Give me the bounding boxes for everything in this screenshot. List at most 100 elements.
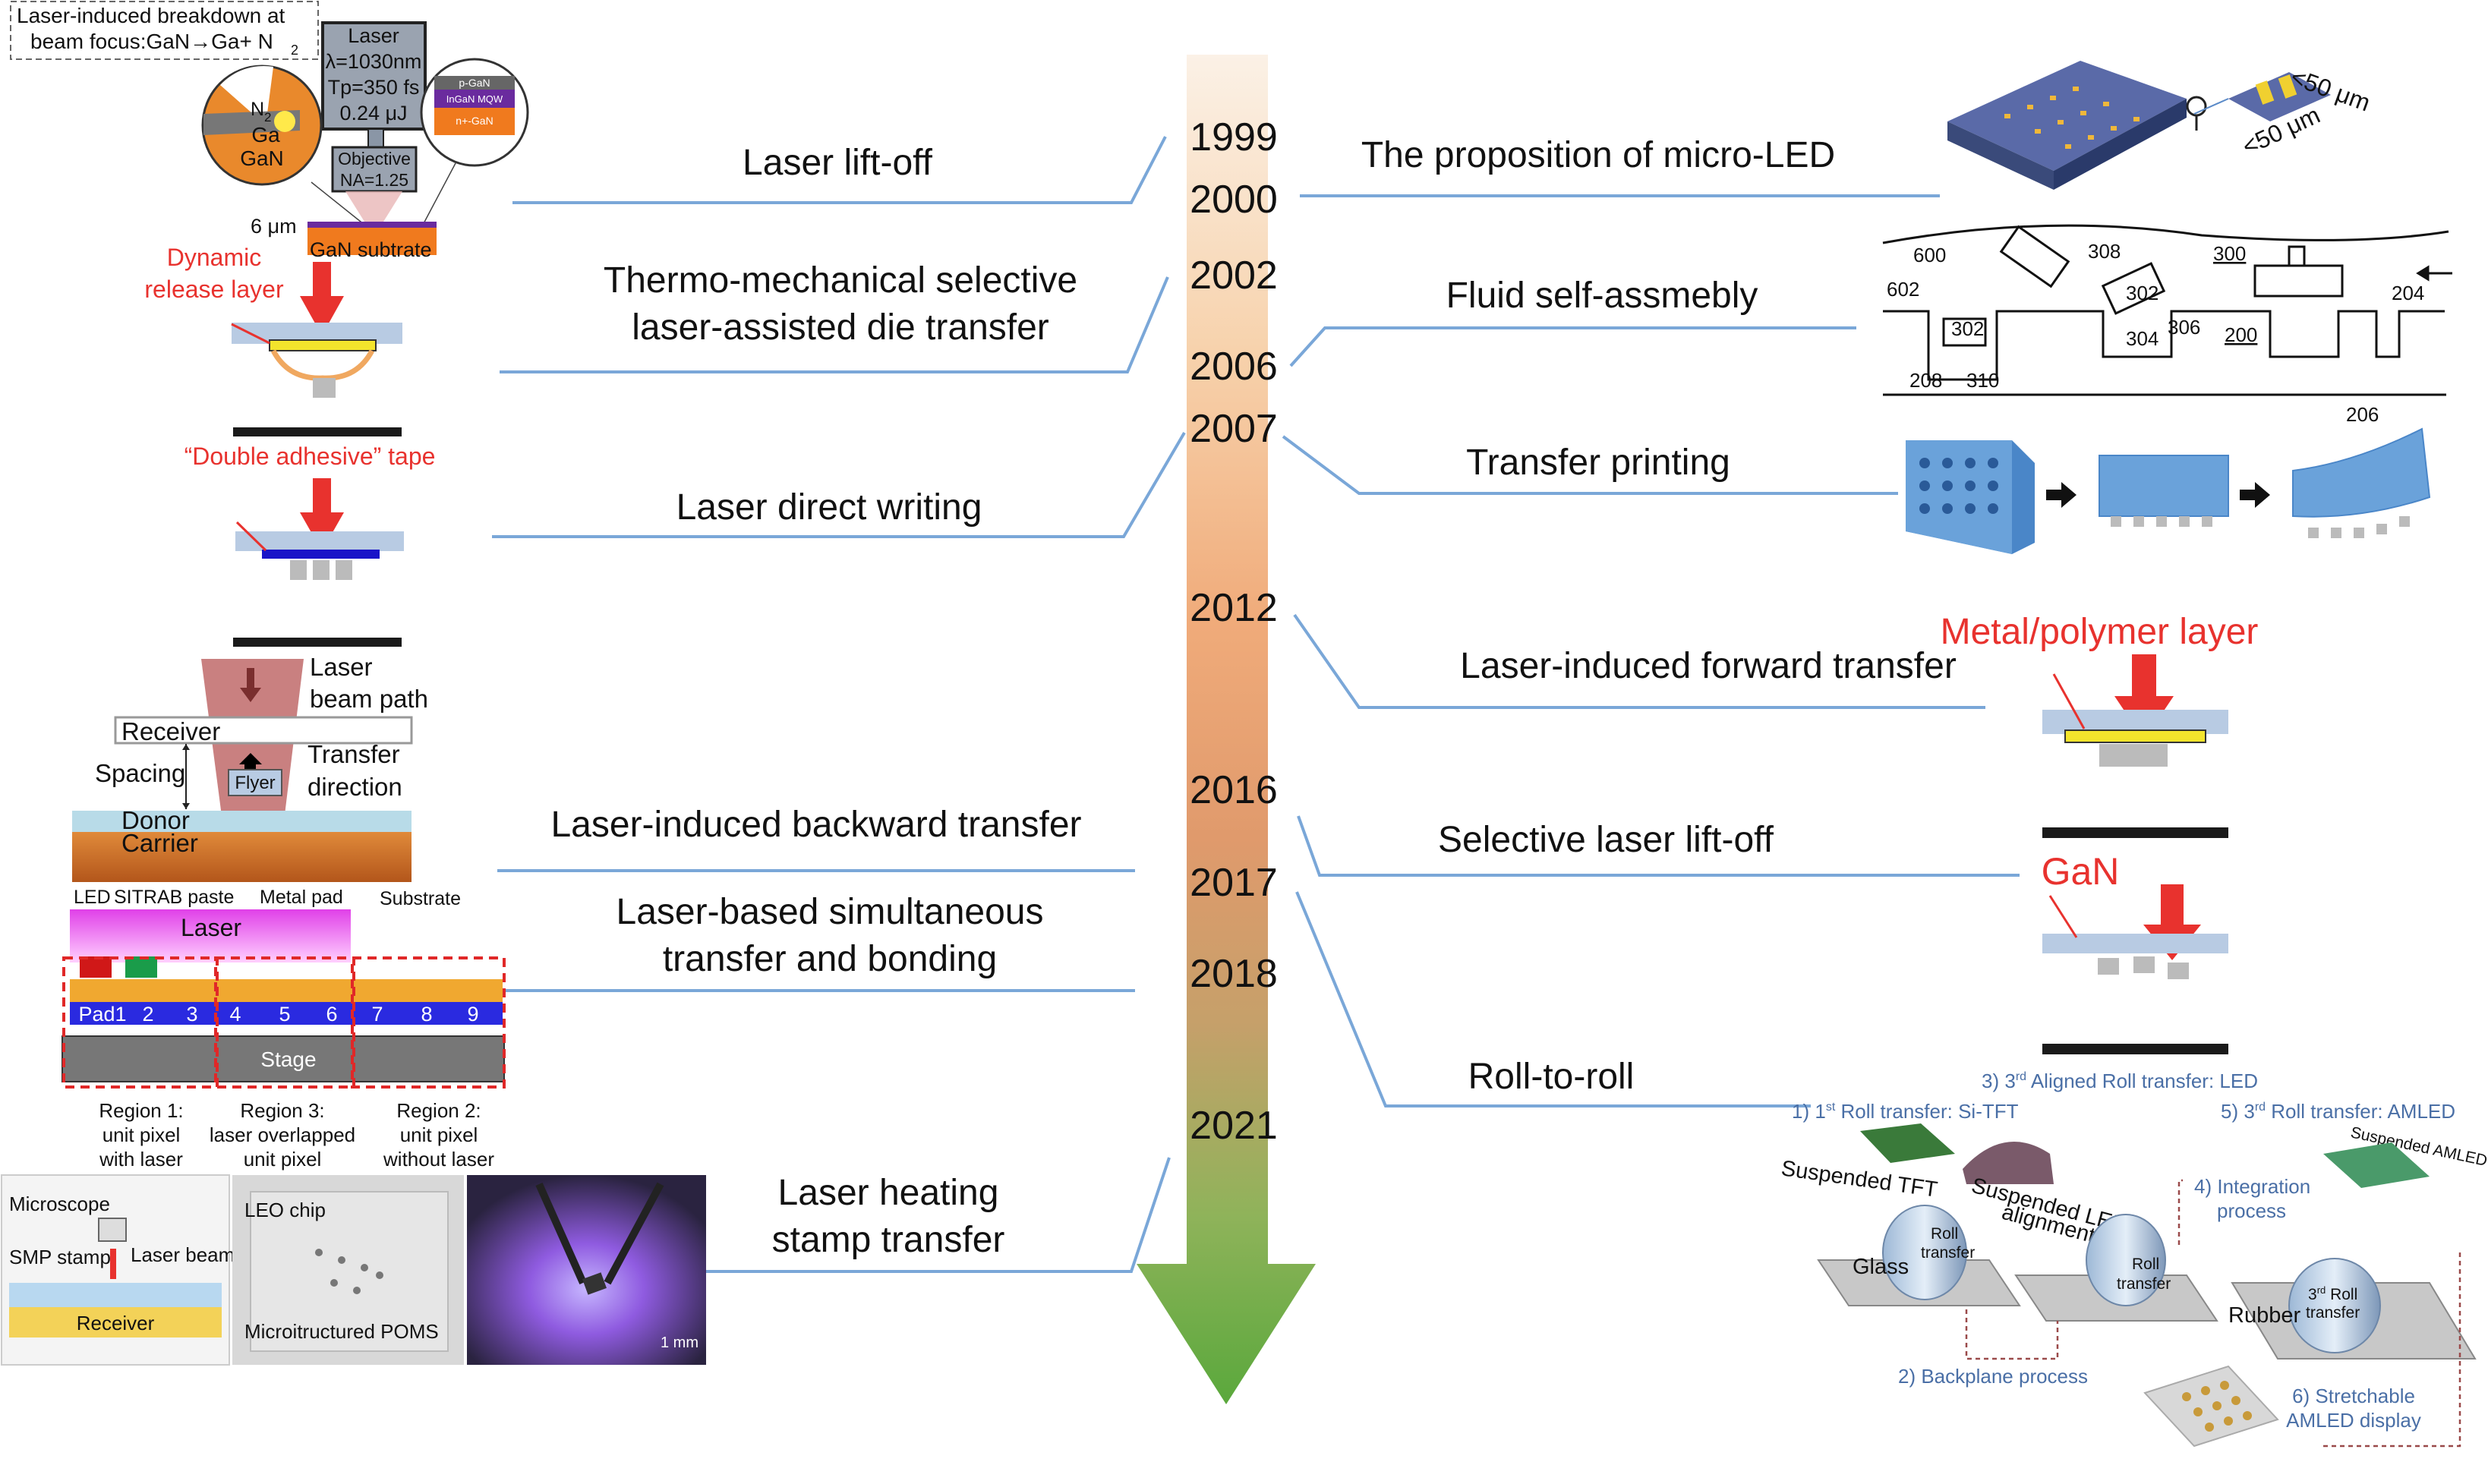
fluid-label-206: 206 xyxy=(2346,403,2379,426)
connector-ldw xyxy=(492,431,1186,538)
label-thermo-mechanical-1: Thermo-mechanical selective xyxy=(604,260,1077,301)
lbstb-pad-7: 7 xyxy=(371,1003,383,1026)
label-laser-heating-2: stamp transfer xyxy=(772,1220,1005,1260)
fluid-labels: 600 308 300 602 302 302 304 306 200 204 … xyxy=(1887,240,2424,426)
year-1999: 1999 xyxy=(1190,115,1278,159)
right-method-labels: The proposition of micro-LED Fluid self-… xyxy=(1361,135,1957,1097)
fluid-label-308: 308 xyxy=(2088,240,2121,263)
llo-caption-2: beam focus:GaN→Ga+ N xyxy=(30,30,273,53)
llo-caption-1: Laser-induced breakdown at xyxy=(17,4,285,27)
lbstb-stage: Stage xyxy=(260,1048,316,1071)
r2r-rubber: Rubber xyxy=(2228,1303,2300,1328)
lbstb-region3-3: unit pixel xyxy=(244,1148,322,1171)
r2r-step3: 3) 3rd Aligned Roll transfer: LED xyxy=(1982,1070,2258,1092)
label-laser-induced-backward-transfer: Laser-induced backward transfer xyxy=(550,805,1081,845)
llo-n-gan: n+-GaN xyxy=(456,115,493,127)
r2r-step6-1: 6) Stretchable xyxy=(2292,1385,2415,1407)
left-method-labels: Laser lift-off Thermo-mechanical selecti… xyxy=(550,143,1081,1260)
label-selective-laser-lift-off: Selective laser lift-off xyxy=(1438,820,1774,860)
llo-n2-sub: 2 xyxy=(264,110,271,124)
label-roll-to-roll: Roll-to-roll xyxy=(1468,1057,1635,1097)
lbstb-region2-3: without laser xyxy=(383,1148,494,1171)
lbstb-pad-5: 5 xyxy=(279,1003,290,1026)
label-laser-heating-1: Laser heating xyxy=(778,1173,999,1213)
lbstb-metal-pad: Metal pad xyxy=(260,887,343,908)
llo-scale: 6 μm xyxy=(251,215,297,238)
r2r-glass: Glass xyxy=(1853,1255,1909,1279)
lbstb-laser: Laser xyxy=(181,914,241,941)
r2r-transfer-2: transfer xyxy=(2117,1275,2171,1293)
lbstb-pad-9: 9 xyxy=(467,1003,478,1026)
figure-lhst: Microscope SMP stamp Laser beam Receiver… xyxy=(1,1174,706,1366)
lbstb-pad-8: 8 xyxy=(421,1003,432,1026)
label-laser-simultaneous-2: transfer and bonding xyxy=(663,939,997,979)
lbstb-region3-2: laser overlapped xyxy=(210,1123,355,1146)
label-transfer-printing: Transfer printing xyxy=(1466,443,1730,483)
libt-donor: Donor xyxy=(121,806,190,834)
lhst-poms: Microitructured POMS xyxy=(244,1320,439,1343)
r2r-step4-1: 4) Integration xyxy=(2194,1175,2310,1198)
connector-llo xyxy=(512,136,1167,204)
timeline-arrow xyxy=(1137,55,1316,1404)
tmsl-label-2: release layer xyxy=(144,276,284,303)
year-2016: 2016 xyxy=(1190,768,1278,812)
llo-laser-title: Laser xyxy=(348,24,399,47)
sllo-label: GaN xyxy=(2042,850,2120,893)
r2r-roll-2: Roll xyxy=(2132,1256,2159,1273)
libt-spacing: Spacing xyxy=(95,759,185,787)
figure-laser-lift-off: Laser-induced breakdown at beam focus:Ga… xyxy=(10,1,529,261)
fluid-label-600: 600 xyxy=(1913,244,1946,266)
llo-ga: Ga xyxy=(251,123,280,147)
connector-lines xyxy=(251,136,2020,1273)
r2r-step2: 2) Backplane process xyxy=(1898,1365,2088,1388)
r2r-roll-3: 3rd Roll xyxy=(2308,1284,2357,1303)
year-2012: 2012 xyxy=(1190,586,1278,630)
llo-mqw: InGaN MQW xyxy=(446,93,503,105)
lhst-scalebar: 1 mm xyxy=(661,1334,698,1351)
r2r-roll-1: Roll xyxy=(1931,1225,1958,1243)
r2r-step5: 5) 3rd Roll transfer: AMLED xyxy=(2221,1100,2455,1123)
lbstb-region2-1: Region 2: xyxy=(396,1099,481,1122)
connector-tmsl xyxy=(500,276,1169,373)
lbstb-region1-2: unit pixel xyxy=(102,1123,181,1146)
lift-label: Metal/polymer layer xyxy=(1941,612,2259,652)
libt-transfer-2: direction xyxy=(307,773,402,801)
lbstb-substrate: Substrate xyxy=(380,888,461,909)
r2r-transfer-1: transfer xyxy=(1921,1244,1975,1262)
connector-sllo xyxy=(1297,815,2020,877)
label-laser-direct-writing: Laser direct writing xyxy=(676,487,982,528)
fluid-label-302b: 302 xyxy=(2126,282,2158,304)
year-2000: 2000 xyxy=(1190,178,1278,222)
lhst-leo: LEO chip xyxy=(244,1199,326,1221)
lbstb-pad-6: 6 xyxy=(326,1003,337,1026)
fluid-label-304: 304 xyxy=(2126,327,2158,350)
r2r-susp-tft: Suspended TFT xyxy=(1780,1156,1939,1202)
lbstb-pad-2: 2 xyxy=(142,1003,153,1026)
figure-sllo: GaN xyxy=(2042,827,2228,1054)
connector-tp xyxy=(1282,435,1898,495)
connector-lift xyxy=(1293,613,1985,709)
lbstb-region1-3: with laser xyxy=(99,1148,183,1171)
lbstb-pad-4: 4 xyxy=(229,1003,241,1026)
llo-substrate: GaN subtrate xyxy=(310,238,432,261)
fluid-label-602: 602 xyxy=(1887,278,1919,301)
figure-fluid-self-assembly xyxy=(1882,224,2452,396)
connector-r2r xyxy=(1295,891,1811,1107)
label-fluid-self-assembly: Fluid self-assmebly xyxy=(1446,276,1758,316)
libt-transfer-1: Transfer xyxy=(307,740,400,768)
lbstb-led: LED xyxy=(74,887,111,908)
label-laser-lift-off: Laser lift-off xyxy=(743,143,933,183)
llo-laser-energy: 0.24 μJ xyxy=(339,102,407,124)
fluid-label-300: 300 xyxy=(2213,242,2246,265)
lhst-beam: Laser beam xyxy=(131,1243,235,1266)
year-2021: 2021 xyxy=(1190,1104,1278,1148)
fluid-label-310: 310 xyxy=(1966,369,1999,392)
figure-thermo-mechanical: Dynamic release layer xyxy=(144,244,402,398)
lbstb-pad-3: 3 xyxy=(186,1003,197,1026)
llo-caption-sub: 2 xyxy=(291,43,298,58)
libt-laser-2: beam path xyxy=(310,685,428,713)
fluid-label-306: 306 xyxy=(2168,316,2200,339)
connector-fluid xyxy=(1289,326,1856,367)
timeline-years: 1999 2000 2002 2006 2007 2012 2016 2017 … xyxy=(1190,115,1278,1148)
